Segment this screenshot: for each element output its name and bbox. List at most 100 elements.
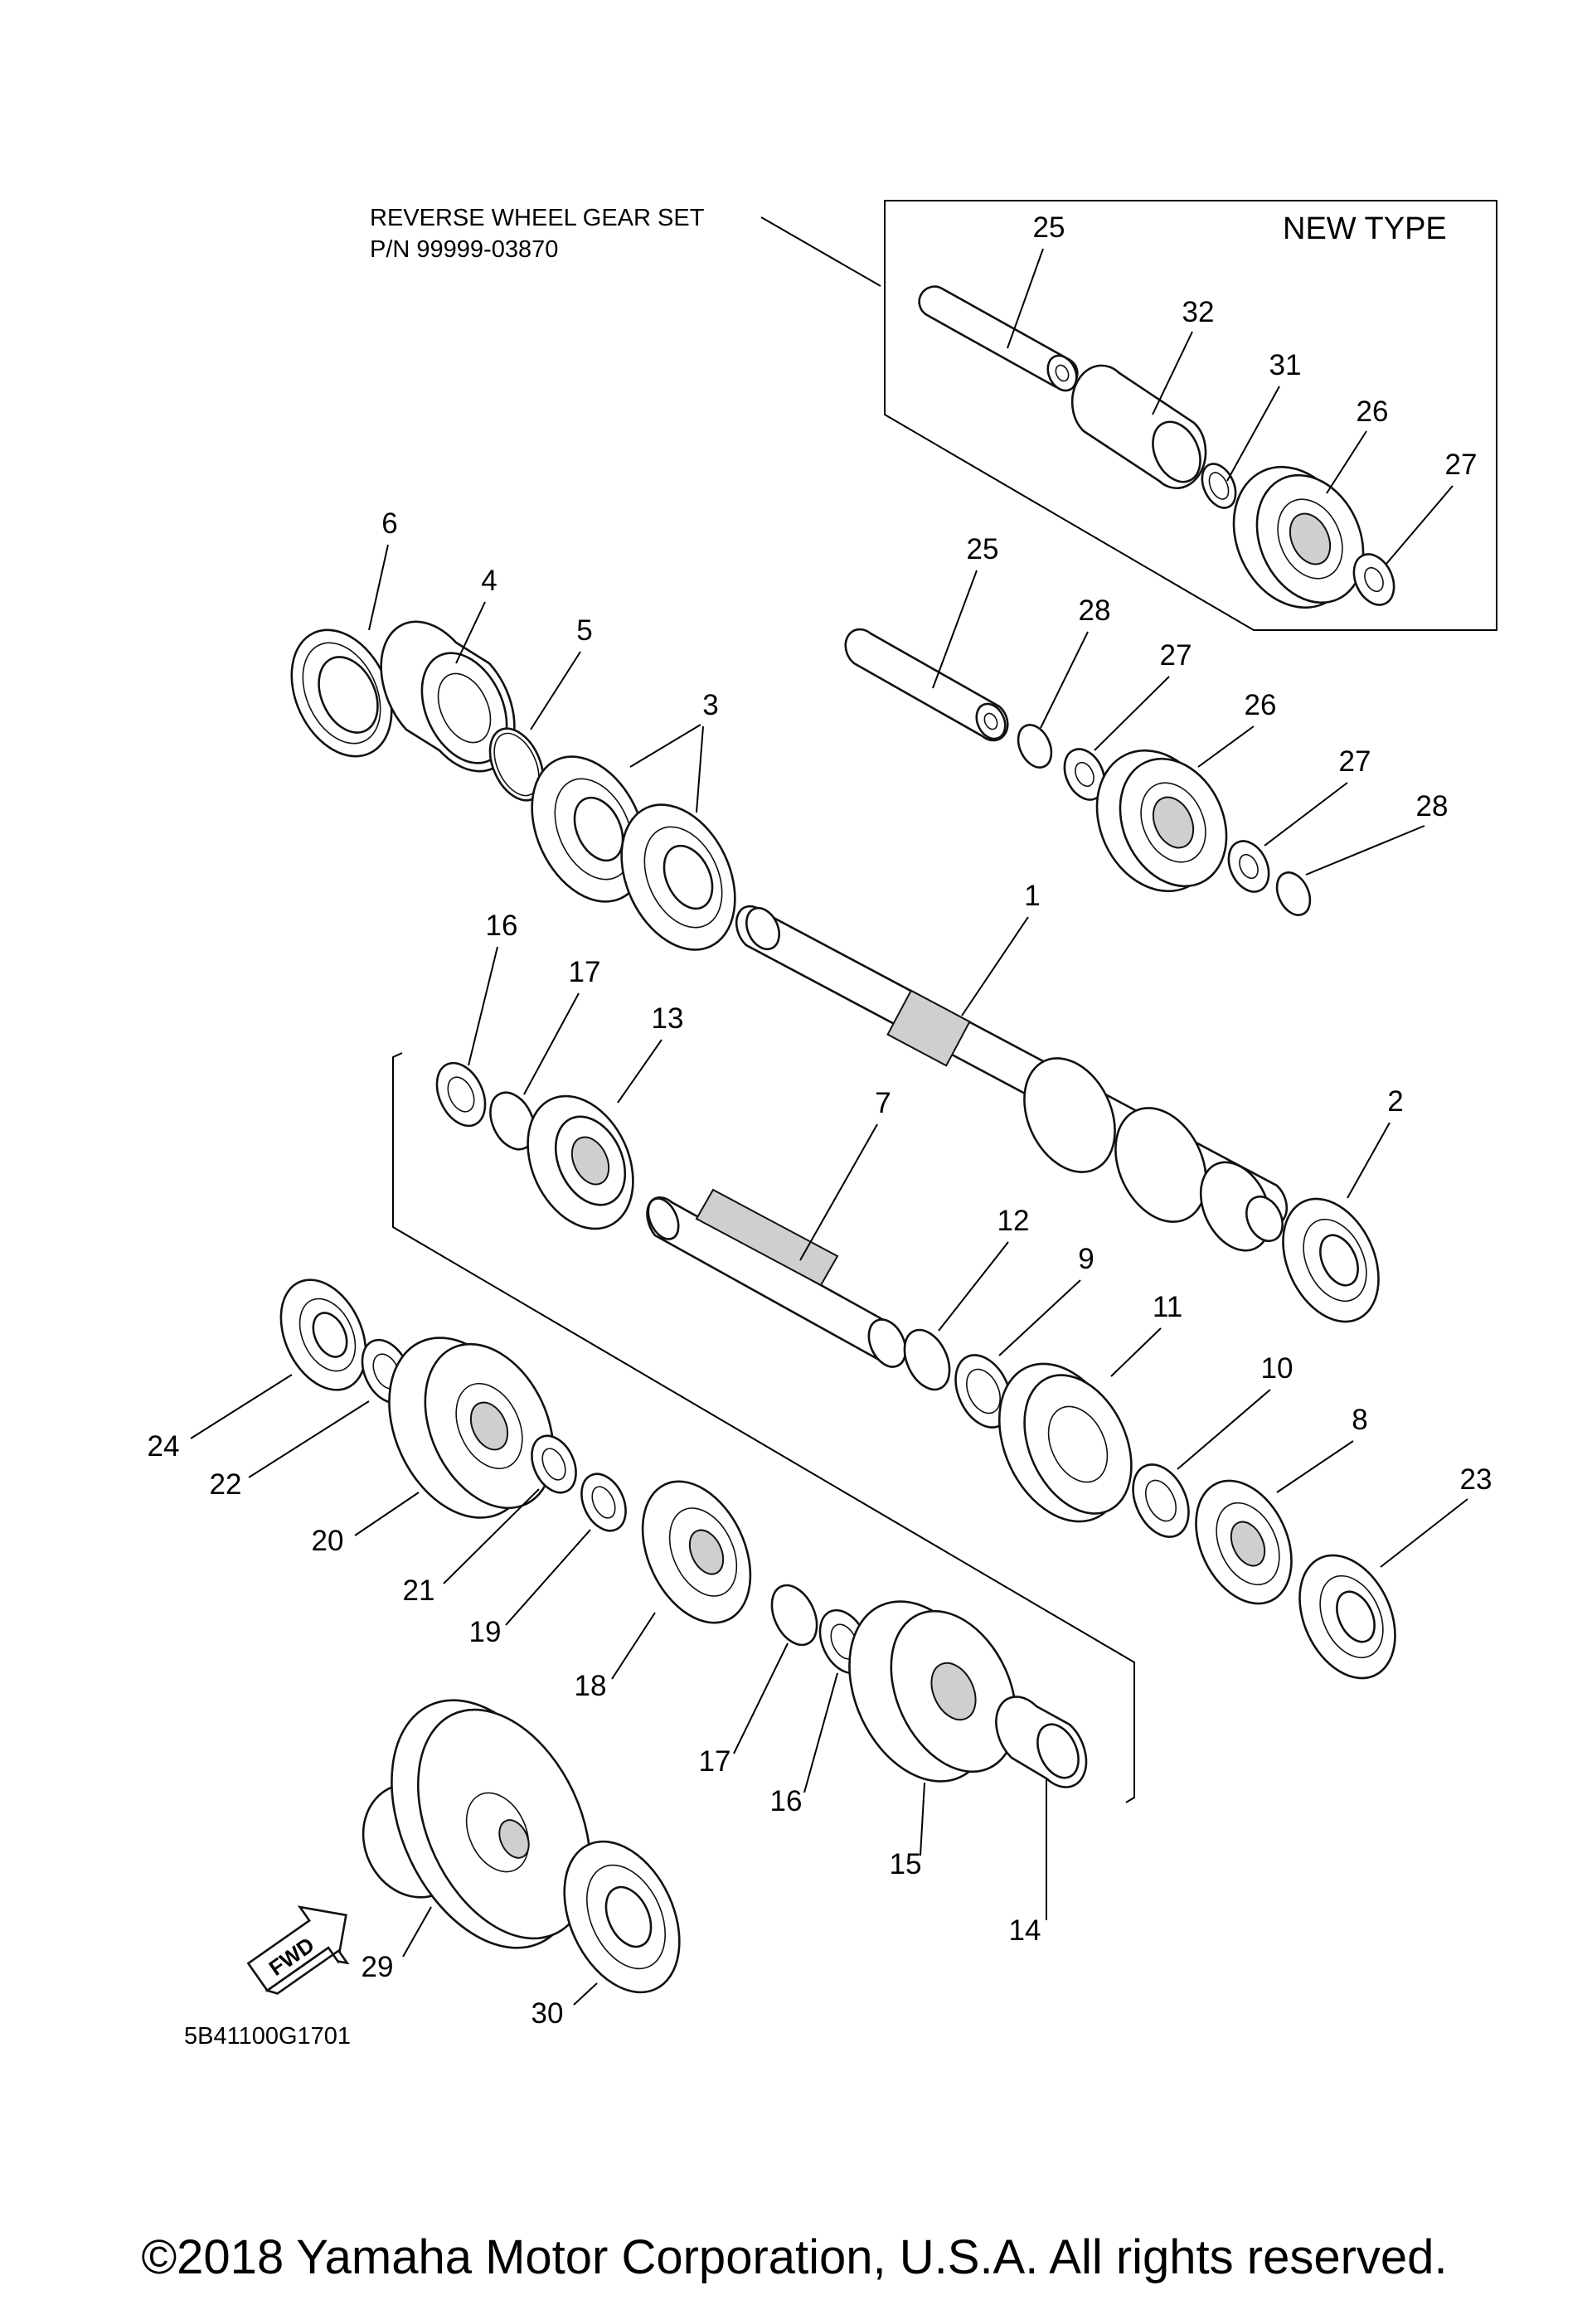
gear-11 (997, 1362, 1133, 1523)
callout-label-22: 22 (210, 1468, 242, 1501)
callout-label-3: 3 (702, 689, 718, 721)
callout-label-10: 10 (1261, 1352, 1294, 1385)
leader-line-28 (1305, 825, 1425, 876)
main-axle-1 (735, 905, 1289, 1252)
collar-14 (995, 1696, 1088, 1788)
leader-line-29 (402, 1906, 432, 1958)
washer-19 (580, 1473, 627, 1532)
callout-label-23: 23 (1460, 1463, 1492, 1496)
leader-line-11 (1110, 1327, 1162, 1377)
set-leader (760, 216, 881, 287)
callout-label-13: 13 (652, 1002, 684, 1035)
leader-line-17 (523, 992, 580, 1095)
leader-line-15 (920, 1782, 925, 1856)
leader-line-16 (468, 946, 498, 1066)
set-part-number: P/N 99999-03870 (370, 236, 558, 263)
leader-line-17 (733, 1642, 789, 1754)
gear-15 (848, 1600, 1017, 1783)
callout-label-14: 14 (1009, 1914, 1041, 1947)
leader-line-5 (530, 651, 581, 730)
leader-line-6 (368, 544, 389, 631)
leader-line-3 (696, 725, 704, 813)
leader-line-32 (1152, 331, 1193, 415)
leader-line-30 (573, 1982, 598, 2006)
leader-line-1 (961, 916, 1029, 1016)
new-type-box (884, 200, 1497, 631)
bearing-24 (279, 1278, 367, 1391)
reverse-shaft-new (918, 285, 1079, 392)
callout-label-17: 17 (569, 956, 601, 988)
callout-label-27: 27 (1160, 639, 1192, 672)
leader-line-18 (611, 1612, 656, 1680)
callout-label-25: 25 (967, 533, 999, 565)
leader-line-27 (1264, 782, 1348, 847)
callout-label-15: 15 (890, 1848, 922, 1880)
callout-label-19: 19 (469, 1616, 502, 1648)
callout-labels: 2532312627645325282726272811617132712911… (148, 211, 1492, 2030)
bearing-4 (380, 620, 516, 773)
bushing-32 (1070, 364, 1207, 490)
gear-29 (362, 1699, 592, 1949)
callout-label-17: 17 (699, 1745, 731, 1778)
leader-line-27 (1094, 676, 1170, 751)
leader-line-7 (799, 1123, 878, 1261)
needle-bearing-10 (1132, 1463, 1190, 1538)
callout-label-16: 16 (486, 910, 518, 942)
leader-line-2 (1347, 1122, 1391, 1199)
needle-bearing-31 (1201, 463, 1237, 509)
reverse-gear-26-old (1095, 749, 1228, 893)
callout-label-25: 25 (1033, 211, 1065, 244)
bearing-23 (1298, 1554, 1396, 1680)
callout-label-29: 29 (362, 1951, 394, 1983)
circlip-28a (1017, 724, 1053, 769)
leader-line-19 (505, 1529, 591, 1626)
circlip-17a (489, 1091, 536, 1151)
bearing-3b (620, 803, 736, 951)
callout-label-16: 16 (770, 1785, 803, 1817)
washer-16a (435, 1061, 487, 1128)
oil-seal-6 (290, 628, 393, 758)
bearing-2 (1282, 1197, 1380, 1323)
callout-label-12: 12 (997, 1205, 1030, 1237)
circlip-12 (903, 1328, 951, 1391)
bearing-3a (531, 755, 647, 903)
circlip-17b (770, 1584, 818, 1647)
leader-line-13 (617, 1039, 663, 1104)
leader-line-12 (938, 1241, 1009, 1332)
leader-line-4 (455, 601, 486, 664)
callout-label-20: 20 (312, 1525, 344, 1557)
leader-line-9 (998, 1279, 1081, 1356)
leader-line-25 (932, 570, 978, 689)
callout-label-2: 2 (1387, 1085, 1403, 1118)
leader-line-31 (1226, 386, 1280, 482)
callout-label-26: 26 (1357, 395, 1389, 428)
reverse-gear-26-new (1232, 465, 1365, 609)
callout-label-28: 28 (1079, 594, 1111, 627)
callout-label-26: 26 (1245, 689, 1277, 721)
callout-label-21: 21 (403, 1574, 435, 1607)
leader-line-8 (1276, 1440, 1354, 1493)
set-title: REVERSE WHEEL GEAR SET (370, 205, 705, 231)
o-ring-5 (488, 727, 545, 802)
leader-line-28 (1040, 631, 1089, 729)
washer-27a (1063, 748, 1106, 801)
fwd-arrow-icon: FWD (246, 1905, 350, 1995)
circlip-28b (1275, 871, 1312, 916)
collar-21 (531, 1434, 577, 1494)
callout-label-8: 8 (1352, 1404, 1367, 1436)
washer-27-new (1352, 553, 1395, 606)
callout-label-7: 7 (875, 1087, 891, 1119)
leader-line-20 (354, 1492, 420, 1536)
callout-label-18: 18 (575, 1670, 607, 1702)
callout-label-31: 31 (1269, 349, 1302, 381)
drive-axle-bracket (392, 1052, 1135, 1803)
leader-line-23 (1380, 1498, 1468, 1568)
gear-20 (388, 1337, 555, 1519)
reverse-shaft-old (844, 628, 1009, 742)
leader-line-16 (803, 1672, 838, 1793)
callout-label-6: 6 (381, 507, 397, 540)
bearing-30 (563, 1840, 681, 1994)
leader-line-21 (443, 1488, 540, 1584)
